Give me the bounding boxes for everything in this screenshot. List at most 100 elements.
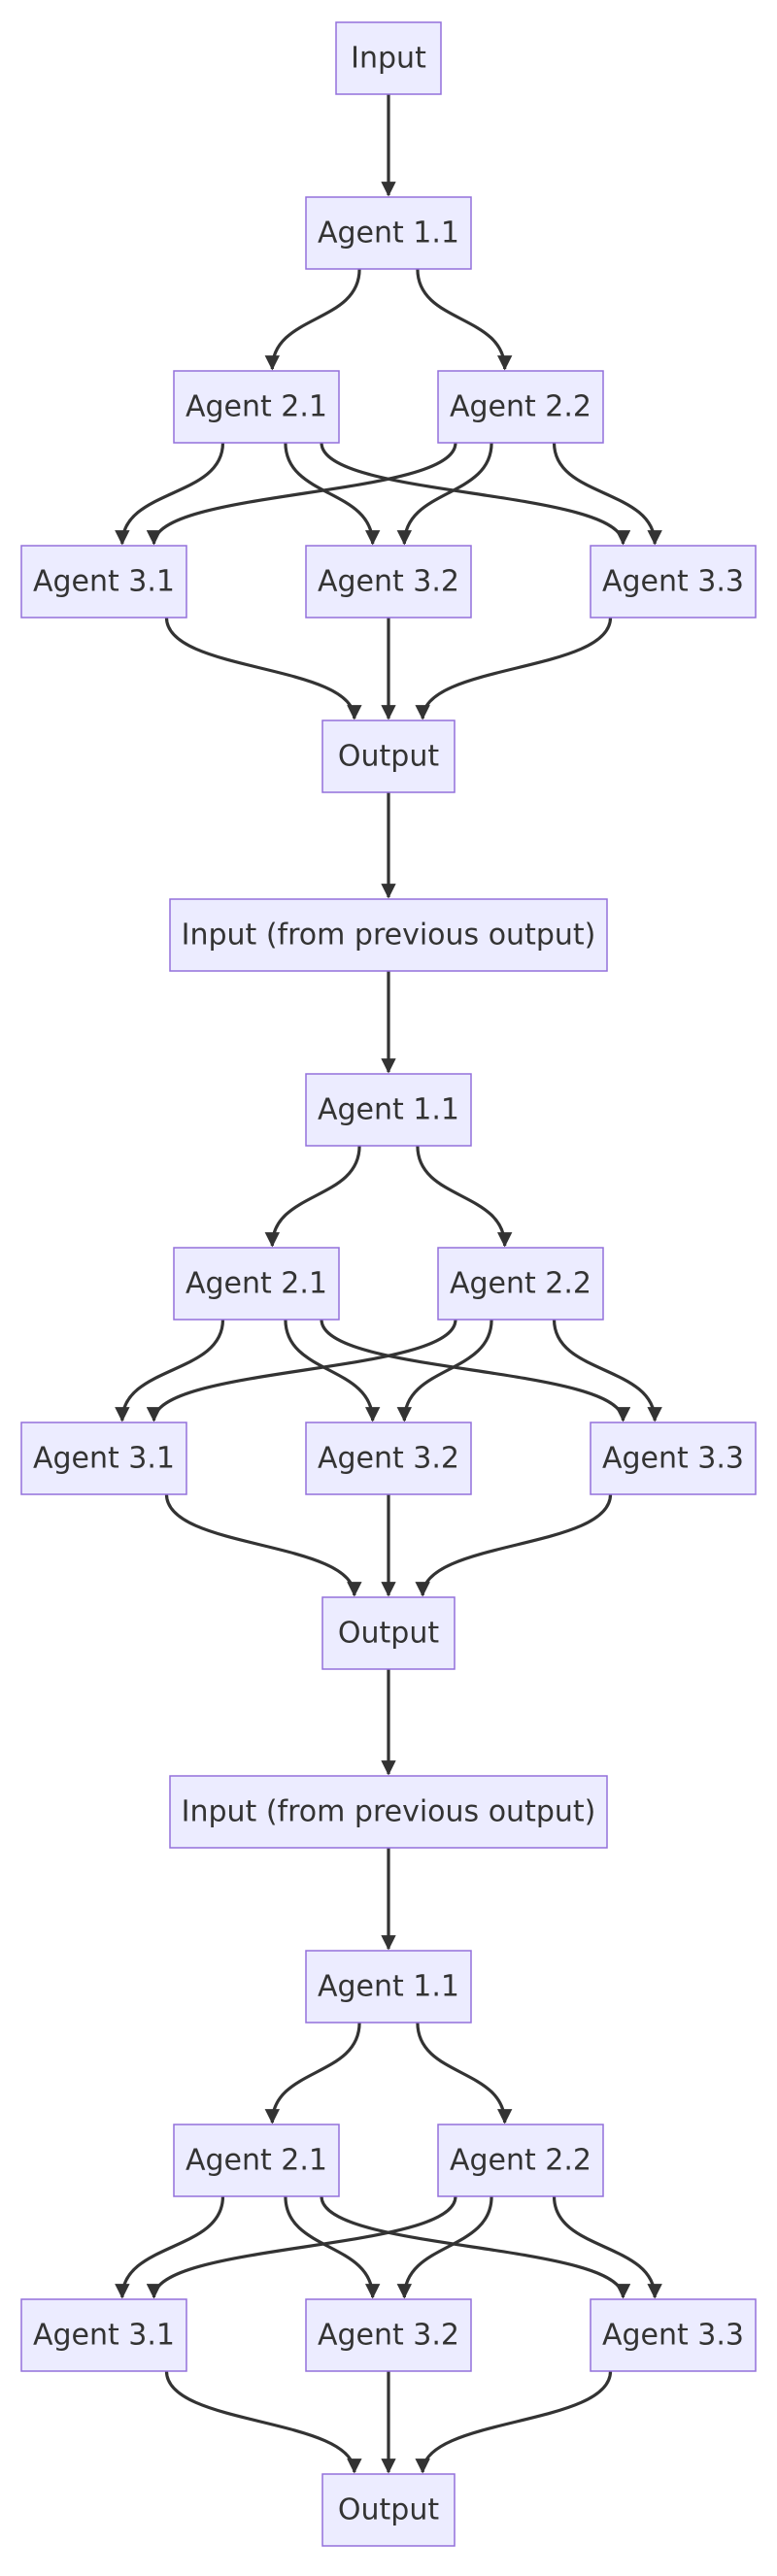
- edge-s1-agent-2-1-to-s1-agent-3-3: [320, 442, 631, 546]
- node-s3-agent-3-1: Agent 3.1: [20, 2298, 187, 2372]
- node-label: Output: [338, 1617, 439, 1651]
- node-label: Agent 3.1: [33, 1442, 175, 1476]
- edge-s1-agent-1-1-to-s1-agent-2-1: [264, 268, 361, 371]
- edge-s3-agent-1-1-to-s3-agent-2-1: [264, 2022, 361, 2124]
- node-label: Agent 2.1: [186, 1267, 327, 1301]
- node-s1-agent-3-1: Agent 3.1: [20, 545, 187, 619]
- node-s2-agent-3-1: Agent 3.1: [20, 1422, 187, 1495]
- node-label: Agent 2.2: [450, 1267, 591, 1301]
- edge-s1-agent-2-1-to-s1-agent-3-1: [115, 442, 225, 546]
- node-label: Agent 2.1: [186, 390, 327, 424]
- node-label: Agent 3.2: [318, 565, 459, 599]
- edge-s3-agent-2-1-to-s3-agent-3-2: [284, 2195, 381, 2299]
- node-s2-agent-3-2: Agent 3.2: [305, 1422, 472, 1495]
- node-box: [305, 196, 472, 270]
- node-s2-agent-1-1: Agent 1.1: [305, 1073, 472, 1147]
- node-box: [173, 370, 340, 444]
- node-s3-agent-2-1: Agent 2.1: [173, 2124, 340, 2197]
- node-box: [169, 898, 608, 972]
- node-box: [173, 1247, 340, 1321]
- node-s1-output: Output: [321, 719, 456, 793]
- edge-s3-agent-3-3-to-s3-output: [415, 2370, 613, 2474]
- node-box: [173, 2124, 340, 2197]
- node-s1-agent-1-1: Agent 1.1: [305, 196, 472, 270]
- node-s3-agent-1-1: Agent 1.1: [305, 1950, 472, 2024]
- edge-s1-agent-2-2-to-s1-agent-3-3: [552, 442, 662, 546]
- edge-s2-agent-2-2-to-s2-agent-3-3: [552, 1319, 662, 1422]
- edge-s2-agent-3-1-to-s2-output: [164, 1493, 362, 1597]
- node-box: [169, 1775, 608, 1849]
- node-s1-agent-2-2: Agent 2.2: [437, 370, 604, 444]
- node-s2-input: Input (from previous output): [169, 898, 608, 972]
- node-label: Input (from previous output): [182, 919, 596, 953]
- node-s1-input: Input: [335, 21, 442, 95]
- edge-s3-agent-2-2-to-s3-agent-3-3: [552, 2195, 662, 2299]
- node-label: Input: [351, 42, 426, 76]
- node-label: Agent 1.1: [318, 1970, 459, 2004]
- node-box: [590, 2298, 757, 2372]
- edge-s3-agent-2-2-to-s3-agent-3-2: [396, 2195, 493, 2299]
- edge-s3-agent-2-1-to-s3-agent-3-1: [115, 2195, 225, 2299]
- edge-s3-agent-1-1-to-s3-agent-2-2: [416, 2022, 513, 2124]
- edge-s2-agent-1-1-to-s2-agent-2-2: [416, 1145, 513, 1248]
- node-box: [590, 545, 757, 619]
- edge-s2-agent-2-1-to-s2-agent-3-2: [284, 1319, 381, 1422]
- node-label: Agent 3.1: [33, 565, 175, 599]
- node-box: [305, 2298, 472, 2372]
- node-label: Agent 2.2: [450, 2144, 591, 2178]
- node-s3-input: Input (from previous output): [169, 1775, 608, 1849]
- edge-s2-agent-2-1-to-s2-agent-3-3: [320, 1319, 631, 1422]
- node-box: [20, 545, 187, 619]
- node-label: Agent 1.1: [318, 1093, 459, 1127]
- node-box: [305, 1950, 472, 2024]
- node-label: Agent 1.1: [318, 217, 459, 251]
- node-s3-agent-3-3: Agent 3.3: [590, 2298, 757, 2372]
- node-box: [590, 1422, 757, 1495]
- node-s2-agent-3-3: Agent 3.3: [590, 1422, 757, 1495]
- node-label: Agent 3.1: [33, 2319, 175, 2353]
- node-box: [335, 21, 442, 95]
- node-s1-agent-2-1: Agent 2.1: [173, 370, 340, 444]
- edge-s2-agent-1-1-to-s2-agent-2-1: [264, 1145, 361, 1248]
- node-box: [305, 1422, 472, 1495]
- edge-s1-agent-2-1-to-s1-agent-3-2: [284, 442, 381, 546]
- node-s2-agent-2-2: Agent 2.2: [437, 1247, 604, 1321]
- edge-s1-agent-3-1-to-s1-output: [164, 617, 362, 720]
- edge-s1-agent-1-1-to-s1-agent-2-2: [416, 268, 513, 371]
- edge-s1-agent-2-2-to-s1-agent-3-2: [396, 442, 493, 546]
- node-label: Agent 3.2: [318, 2319, 459, 2353]
- edge-s3-agent-3-1-to-s3-output: [164, 2370, 362, 2474]
- edge-s2-agent-2-2-to-s2-agent-3-1: [146, 1319, 457, 1422]
- node-s2-agent-2-1: Agent 2.1: [173, 1247, 340, 1321]
- edge-s2-agent-2-1-to-s2-agent-3-1: [115, 1319, 225, 1422]
- node-label: Agent 2.1: [186, 2144, 327, 2178]
- edge-s3-agent-2-2-to-s3-agent-3-1: [146, 2195, 457, 2299]
- node-label: Agent 3.2: [318, 1442, 459, 1476]
- node-s3-agent-2-2: Agent 2.2: [437, 2124, 604, 2197]
- node-box: [321, 2473, 456, 2547]
- node-s2-output: Output: [321, 1596, 456, 1670]
- node-label: Agent 3.3: [602, 565, 744, 599]
- node-s1-agent-3-2: Agent 3.2: [305, 545, 472, 619]
- edge-s1-agent-3-3-to-s1-output: [415, 617, 613, 720]
- node-label: Input (from previous output): [182, 1795, 596, 1829]
- node-box: [321, 1596, 456, 1670]
- node-label: Output: [338, 2493, 439, 2527]
- node-label: Agent 3.3: [602, 2319, 744, 2353]
- edge-s1-agent-2-2-to-s1-agent-3-1: [146, 442, 457, 546]
- node-box: [20, 2298, 187, 2372]
- node-box: [305, 1073, 472, 1147]
- edge-s3-agent-2-1-to-s3-agent-3-3: [320, 2195, 631, 2299]
- node-s1-agent-3-3: Agent 3.3: [590, 545, 757, 619]
- node-box: [20, 1422, 187, 1495]
- node-box: [437, 370, 604, 444]
- node-box: [305, 545, 472, 619]
- node-box: [437, 1247, 604, 1321]
- node-box: [321, 719, 456, 793]
- node-label: Output: [338, 740, 439, 774]
- node-label: Agent 2.2: [450, 390, 591, 424]
- node-box: [437, 2124, 604, 2197]
- node-label: Agent 3.3: [602, 1442, 744, 1476]
- edge-s2-agent-3-3-to-s2-output: [415, 1493, 613, 1597]
